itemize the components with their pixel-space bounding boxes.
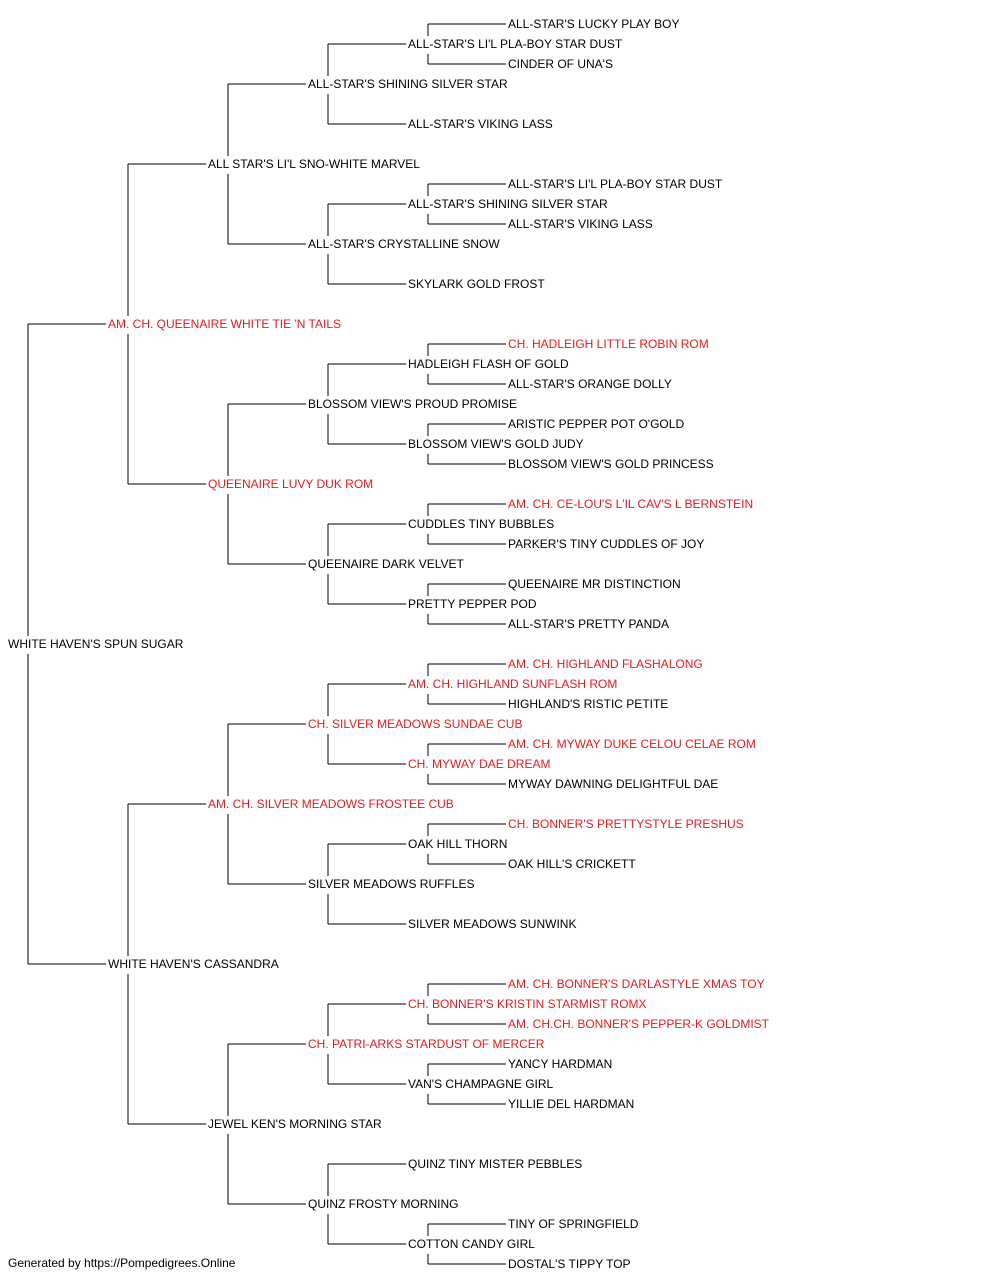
- dog-name-root: WHITE HAVEN'S SPUN SUGAR: [8, 637, 184, 651]
- dog-name-sire-dam-dam-dam-sire: QUEENAIRE MR DISTINCTION: [508, 577, 681, 591]
- dog-name-dam-sire-sire-sire-dam: HIGHLAND'S RISTIC PETITE: [508, 697, 668, 711]
- dog-name-dam-dam-sire: CH. PATRI-ARKS STARDUST OF MERCER: [308, 1037, 545, 1051]
- dog-name-dam: WHITE HAVEN'S CASSANDRA: [108, 957, 279, 971]
- dog-name-sire-dam-sire-sire-sire: CH. HADLEIGH LITTLE ROBIN ROM: [508, 337, 709, 351]
- dog-name-sire-dam-dam: QUEENAIRE DARK VELVET: [308, 557, 464, 571]
- dog-name-sire-dam-dam-dam-dam: ALL-STAR'S PRETTY PANDA: [508, 617, 669, 631]
- dog-name-dam-sire-dam-sire-dam: OAK HILL'S CRICKETT: [508, 857, 636, 871]
- pedigree-connector-lines: [27, 23, 506, 1265]
- dog-name-dam-sire-dam: SILVER MEADOWS RUFFLES: [308, 877, 474, 891]
- dog-name-dam-dam-sire-sire-sire: AM. CH. BONNER'S DARLASTYLE XMAS TOY: [508, 977, 765, 991]
- dog-name-sire-sire-sire-dam: ALL-STAR'S VIKING LASS: [408, 117, 553, 131]
- dog-name-dam-dam-sire-dam-sire: YANCY HARDMAN: [508, 1057, 612, 1071]
- dog-name-sire-dam-sire-sire: HADLEIGH FLASH OF GOLD: [408, 357, 569, 371]
- dog-name-sire-sire-sire: ALL-STAR'S SHINING SILVER STAR: [308, 77, 508, 91]
- dog-name-sire-sire-dam-sire-dam: ALL-STAR'S VIKING LASS: [508, 217, 653, 231]
- dog-name-dam-dam-dam-dam: COTTON CANDY GIRL: [408, 1237, 535, 1251]
- dog-name-dam-sire-sire-dam: CH. MYWAY DAE DREAM: [408, 757, 550, 771]
- dog-name-sire-dam-sire-dam: BLOSSOM VIEW'S GOLD JUDY: [408, 437, 584, 451]
- dog-name-dam-sire-sire-dam-dam: MYWAY DAWNING DELIGHTFUL DAE: [508, 777, 718, 791]
- dog-name-sire-dam-sire: BLOSSOM VIEW'S PROUD PROMISE: [308, 397, 517, 411]
- dog-name-dam-dam-dam-dam-sire: TINY OF SPRINGFIELD: [508, 1217, 639, 1231]
- dog-name-dam-sire-dam-sire-sire: CH. BONNER'S PRETTYSTYLE PRESHUS: [508, 817, 744, 831]
- dog-name-dam-dam-sire-dam-dam: YILLIE DEL HARDMAN: [508, 1097, 634, 1111]
- dog-name-dam-dam-sire-sire: CH. BONNER'S KRISTIN STARMIST ROMX: [408, 997, 647, 1011]
- dog-name-sire-sire-dam: ALL-STAR'S CRYSTALLINE SNOW: [308, 237, 500, 251]
- dog-name-sire: AM. CH. QUEENAIRE WHITE TIE 'N TAILS: [108, 317, 341, 331]
- dog-name-dam-sire-sire-sire-sire: AM. CH. HIGHLAND FLASHALONG: [508, 657, 703, 671]
- dog-name-sire-sire-sire-sire-dam: CINDER OF UNA'S: [508, 57, 613, 71]
- dog-name-sire-sire-dam-sire-sire: ALL-STAR'S LI'L PLA-BOY STAR DUST: [508, 177, 723, 191]
- generator-credit: Generated by https://Pompedigrees.Online: [8, 1256, 236, 1270]
- dog-name-dam-sire-sire-sire: AM. CH. HIGHLAND SUNFLASH ROM: [408, 677, 617, 691]
- dog-name-sire-dam-sire-dam-sire: ARISTIC PEPPER POT O'GOLD: [508, 417, 684, 431]
- dog-name-sire-dam-dam-sire-dam: PARKER'S TINY CUDDLES OF JOY: [508, 537, 704, 551]
- dog-name-sire-sire-sire-sire-sire: ALL-STAR'S LUCKY PLAY BOY: [508, 17, 679, 31]
- dog-name-sire-dam-sire-dam-dam: BLOSSOM VIEW'S GOLD PRINCESS: [508, 457, 714, 471]
- dog-name-dam-sire: AM. CH. SILVER MEADOWS FROSTEE CUB: [208, 797, 454, 811]
- dog-name-sire-sire-sire-sire: ALL-STAR'S LI'L PLA-BOY STAR DUST: [408, 37, 623, 51]
- dog-name-dam-dam-dam: QUINZ FROSTY MORNING: [308, 1197, 458, 1211]
- dog-name-dam-sire-dam-dam: SILVER MEADOWS SUNWINK: [408, 917, 576, 931]
- dog-name-dam-dam-dam-dam-dam: DOSTAL'S TIPPY TOP: [508, 1257, 631, 1271]
- dog-name-sire-dam: QUEENAIRE LUVY DUK ROM: [208, 477, 373, 491]
- dog-name-sire-sire: ALL STAR'S LI'L SNO-WHITE MARVEL: [208, 157, 420, 171]
- dog-name-sire-sire-dam-sire: ALL-STAR'S SHINING SILVER STAR: [408, 197, 608, 211]
- dog-name-dam-dam-dam-sire: QUINZ TINY MISTER PEBBLES: [408, 1157, 582, 1171]
- dog-name-dam-sire-sire: CH. SILVER MEADOWS SUNDAE CUB: [308, 717, 522, 731]
- dog-name-sire-sire-dam-dam: SKYLARK GOLD FROST: [408, 277, 545, 291]
- dog-name-dam-sire-sire-dam-sire: AM. CH. MYWAY DUKE CELOU CELAE ROM: [508, 737, 756, 751]
- dog-name-sire-dam-dam-sire: CUDDLES TINY BUBBLES: [408, 517, 554, 531]
- dog-name-dam-dam-sire-dam: VAN'S CHAMPAGNE GIRL: [408, 1077, 554, 1091]
- dog-name-dam-dam: JEWEL KEN'S MORNING STAR: [208, 1117, 382, 1131]
- dog-name-dam-sire-dam-sire: OAK HILL THORN: [408, 837, 507, 851]
- pedigree-name-labels: WHITE HAVEN'S SPUN SUGAR AM. CH. QUEENAIR…: [8, 17, 770, 1271]
- dog-name-sire-dam-dam-dam: PRETTY PEPPER POD: [408, 597, 537, 611]
- dog-name-dam-dam-sire-sire-dam: AM. CH.CH. BONNER'S PEPPER-K GOLDMIST: [508, 1017, 770, 1031]
- dog-name-sire-dam-dam-sire-sire: AM. CH. CE-LOU'S L'IL CAV'S L BERNSTEIN: [508, 497, 753, 511]
- dog-name-sire-dam-sire-sire-dam: ALL-STAR'S ORANGE DOLLY: [508, 377, 672, 391]
